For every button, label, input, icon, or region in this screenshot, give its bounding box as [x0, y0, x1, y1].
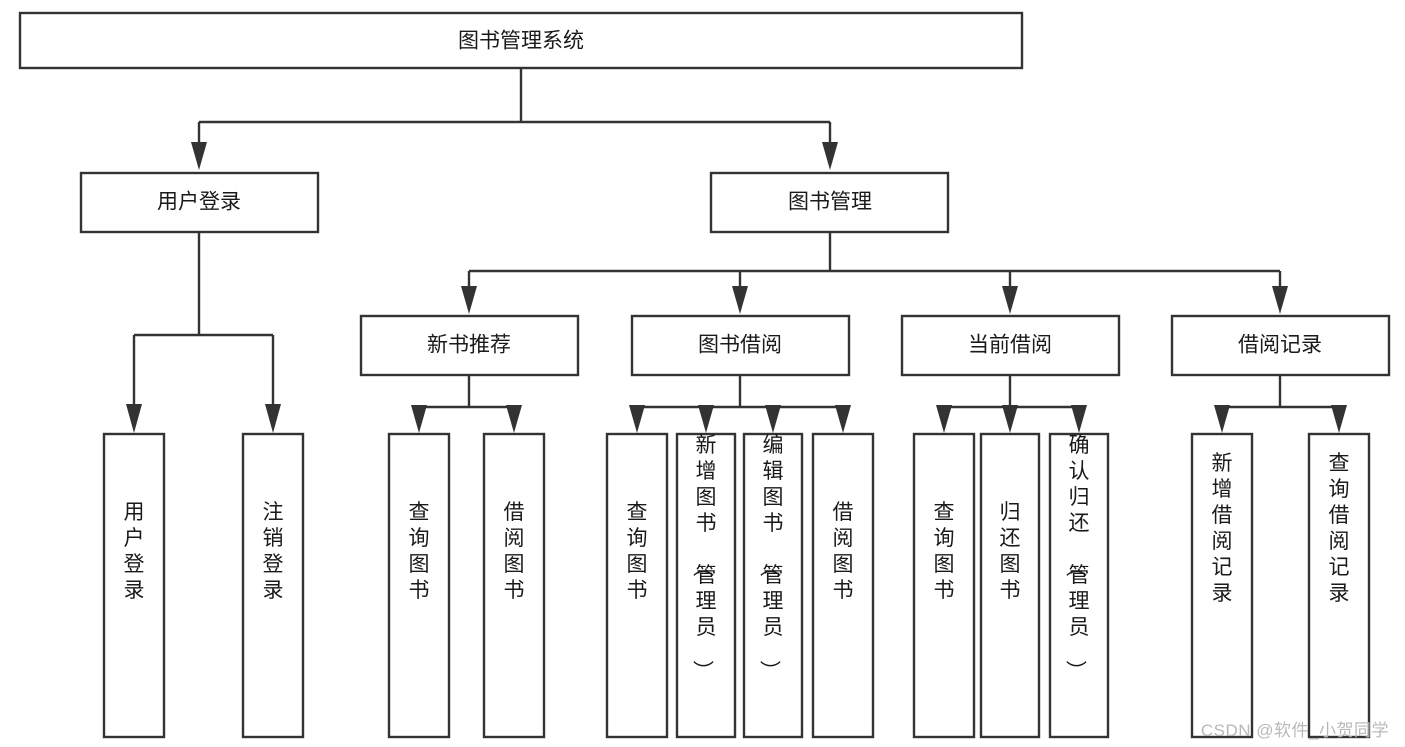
watermark: CSDN @软件_小贺同学 — [1200, 721, 1389, 740]
arrow-icon — [461, 286, 477, 314]
node-leaf-borrow-book-1[interactable]: 借阅图书 — [482, 432, 546, 739]
node-leaf-return-book-label: 归还图书 — [1000, 501, 1021, 602]
arrow-icon — [1331, 405, 1347, 433]
node-leaf-user-login[interactable]: 用户登录 — [102, 432, 166, 739]
arrow-icon — [1002, 286, 1018, 314]
arrow-icon — [698, 405, 714, 433]
arrow-icon — [629, 405, 645, 433]
node-leaf-edit-book-label: 编辑图书（管理员） — [758, 434, 784, 681]
node-leaf-add-record-label: 新增借阅记录 — [1212, 452, 1233, 605]
node-leaf-borrow-book-2-label: 借阅图书 — [833, 501, 854, 602]
node-leaf-query-book-1-label: 查询图书 — [409, 501, 430, 602]
arrow-icon — [936, 405, 952, 433]
node-leaf-return-book[interactable]: 归还图书 — [979, 432, 1041, 739]
node-root[interactable]: 图书管理系统 — [18, 11, 1024, 70]
node-book-management[interactable]: 图书管理 — [709, 171, 950, 234]
node-leaf-query-book-3-label: 查询图书 — [934, 501, 955, 602]
arrow-icon — [191, 142, 207, 170]
node-leaf-add-book[interactable]: 新增图书（管理员） — [675, 432, 737, 739]
arrow-icon — [1071, 405, 1087, 433]
node-borrow-record[interactable]: 借阅记录 — [1170, 314, 1391, 377]
node-user-login-label: 用户登录 — [157, 191, 241, 214]
arrow-icon — [411, 405, 427, 433]
arrow-icon — [835, 405, 851, 433]
arrow-icon — [732, 286, 748, 314]
node-leaf-borrow-book-1-label: 借阅图书 — [504, 501, 525, 602]
node-leaf-query-book-2-label: 查询图书 — [627, 501, 648, 602]
node-leaf-confirm-return[interactable]: 确认归还（管理员） — [1048, 432, 1110, 739]
node-leaf-add-book-label: 新增图书（管理员） — [691, 434, 717, 681]
arrow-icon — [765, 405, 781, 433]
connector-newbook-to-leaves — [411, 375, 522, 433]
node-current-borrow[interactable]: 当前借阅 — [900, 314, 1121, 377]
node-leaf-logout-login-label: 注销登录 — [263, 501, 284, 602]
node-leaf-logout-login[interactable]: 注销登录 — [241, 432, 305, 739]
node-leaf-query-book-2[interactable]: 查询图书 — [605, 432, 669, 739]
connector-userlogin-to-leaves — [126, 232, 281, 433]
arrow-icon — [265, 404, 281, 433]
node-book-management-label: 图书管理 — [788, 191, 872, 214]
node-leaf-user-login-label: 用户登录 — [124, 501, 145, 602]
connector-bookborrow-to-leaves — [629, 375, 851, 433]
node-leaf-add-record[interactable]: 新增借阅记录 — [1190, 432, 1254, 739]
node-new-book-recommend-label: 新书推荐 — [427, 334, 511, 357]
arrow-icon — [1272, 286, 1288, 314]
arrow-icon — [1002, 405, 1018, 433]
arrow-icon — [506, 405, 522, 433]
node-root-label: 图书管理系统 — [458, 30, 584, 53]
connector-borrowrecord-to-leaves — [1214, 375, 1347, 433]
arrow-icon — [126, 404, 142, 433]
node-leaf-query-book-1[interactable]: 查询图书 — [387, 432, 451, 739]
connector-root-to-level1 — [191, 68, 838, 170]
connector-bookmgmt-to-level2 — [461, 232, 1288, 314]
node-new-book-recommend[interactable]: 新书推荐 — [359, 314, 580, 377]
arrow-icon — [1214, 405, 1230, 433]
node-borrow-record-label: 借阅记录 — [1238, 334, 1322, 357]
node-user-login[interactable]: 用户登录 — [79, 171, 320, 234]
node-leaf-edit-book[interactable]: 编辑图书（管理员） — [742, 432, 804, 739]
node-leaf-query-record-label: 查询借阅记录 — [1329, 452, 1350, 605]
node-leaf-confirm-return-label: 确认归还（管理员） — [1064, 434, 1090, 681]
node-book-borrow-label: 图书借阅 — [698, 334, 782, 357]
node-book-borrow[interactable]: 图书借阅 — [630, 314, 851, 377]
node-leaf-query-record[interactable]: 查询借阅记录 — [1307, 432, 1371, 739]
node-leaf-query-book-3[interactable]: 查询图书 — [912, 432, 976, 739]
arrow-icon — [822, 142, 838, 170]
node-current-borrow-label: 当前借阅 — [968, 334, 1052, 357]
node-leaf-borrow-book-2[interactable]: 借阅图书 — [811, 432, 875, 739]
connector-currentborrow-to-leaves — [936, 375, 1087, 433]
